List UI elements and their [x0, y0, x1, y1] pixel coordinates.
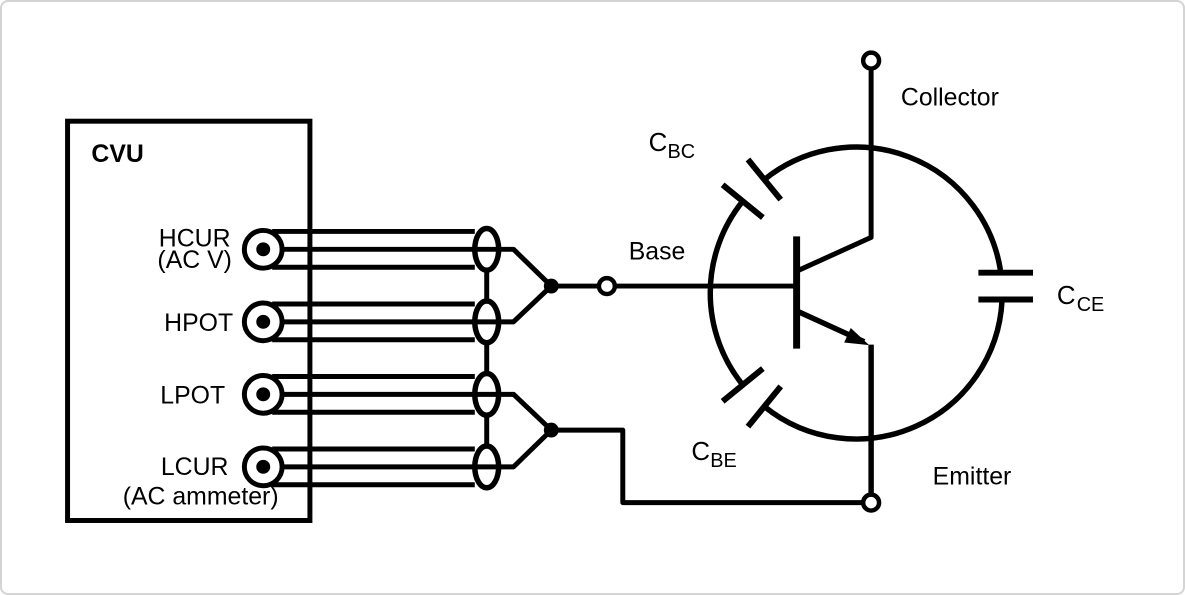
lpot-cable-end-ellipse	[472, 370, 502, 418]
cce-capacitor-icon	[978, 269, 1034, 303]
cbc-plate-outer	[745, 157, 784, 202]
hcur-connector-pin-icon	[256, 242, 271, 257]
emitter-terminal-icon	[860, 492, 882, 513]
coax-cable-lcur	[263, 446, 514, 488]
lcur-sublabel: (AC ammeter)	[123, 484, 279, 511]
lcur-label: LCUR	[161, 454, 229, 481]
lpot-connector-pin-icon	[256, 387, 271, 402]
cce-label-symbol: C	[1057, 282, 1076, 310]
hpot-connector-pin-icon	[256, 314, 271, 329]
base-terminal-icon	[596, 275, 618, 297]
hcur-sublabel: (AC V)	[157, 247, 232, 274]
cbe-label: C BE	[691, 438, 736, 472]
hcur-cable-end-ellipse	[472, 225, 502, 273]
cbe-plate-inner	[745, 384, 784, 429]
cbe-label-subscript: BE	[710, 450, 737, 472]
npn-transistor-symbol	[793, 50, 882, 513]
hpot-label: HPOT	[164, 310, 233, 337]
coax-cables	[263, 225, 514, 491]
cbe-capacitor-icon	[720, 366, 784, 429]
cbe-label-symbol: C	[691, 438, 710, 466]
coax-cable-hpot	[263, 301, 514, 343]
cbc-capacitor-icon	[720, 157, 784, 220]
hcur-label: HCUR	[159, 225, 231, 252]
cable-joins	[511, 246, 866, 506]
cbe-plate-outer	[720, 366, 765, 404]
emitter-label: Emitter	[933, 464, 1012, 491]
base-label: Base	[629, 238, 686, 265]
device-envelope	[707, 144, 1034, 442]
cbc-plate-inner	[720, 182, 765, 220]
cvu-connectors	[241, 227, 285, 489]
cbc-label-symbol: C	[649, 129, 668, 157]
envelope-arc-bottom	[762, 300, 1005, 442]
coax-cable-lpot	[263, 373, 514, 415]
cce-label: C CE	[1057, 282, 1104, 316]
high-pair-junction-dot	[543, 278, 559, 294]
hpot-cable-end-ellipse	[472, 298, 502, 346]
emitter-arrowhead-icon	[844, 327, 870, 346]
emitter-return-wire	[548, 427, 866, 506]
low-pair-junction-dot	[543, 422, 559, 438]
lcur-connector-pin-icon	[256, 459, 271, 474]
cvu-title: CVU	[91, 141, 143, 168]
cbc-label-subscript: BC	[667, 141, 695, 163]
cbc-label: C BC	[649, 129, 695, 163]
cce-label-subscript: CE	[1077, 294, 1105, 316]
lpot-label: LPOT	[160, 382, 225, 409]
collector-lead-wire	[794, 66, 874, 274]
coax-cable-hcur	[263, 228, 514, 270]
cvu-terminal-labels: HCUR (AC V) HPOT LPOT LCUR (AC ammeter)	[123, 225, 279, 510]
collector-label: Collector	[901, 84, 999, 111]
envelope-arc-top	[762, 144, 1004, 271]
envelope-arc-left	[707, 199, 745, 387]
device-labels: Collector Base Emitter C BC C BE C CE	[629, 84, 1105, 490]
collector-terminal-icon	[860, 50, 882, 71]
lcur-cable-end-ellipse	[472, 443, 502, 491]
